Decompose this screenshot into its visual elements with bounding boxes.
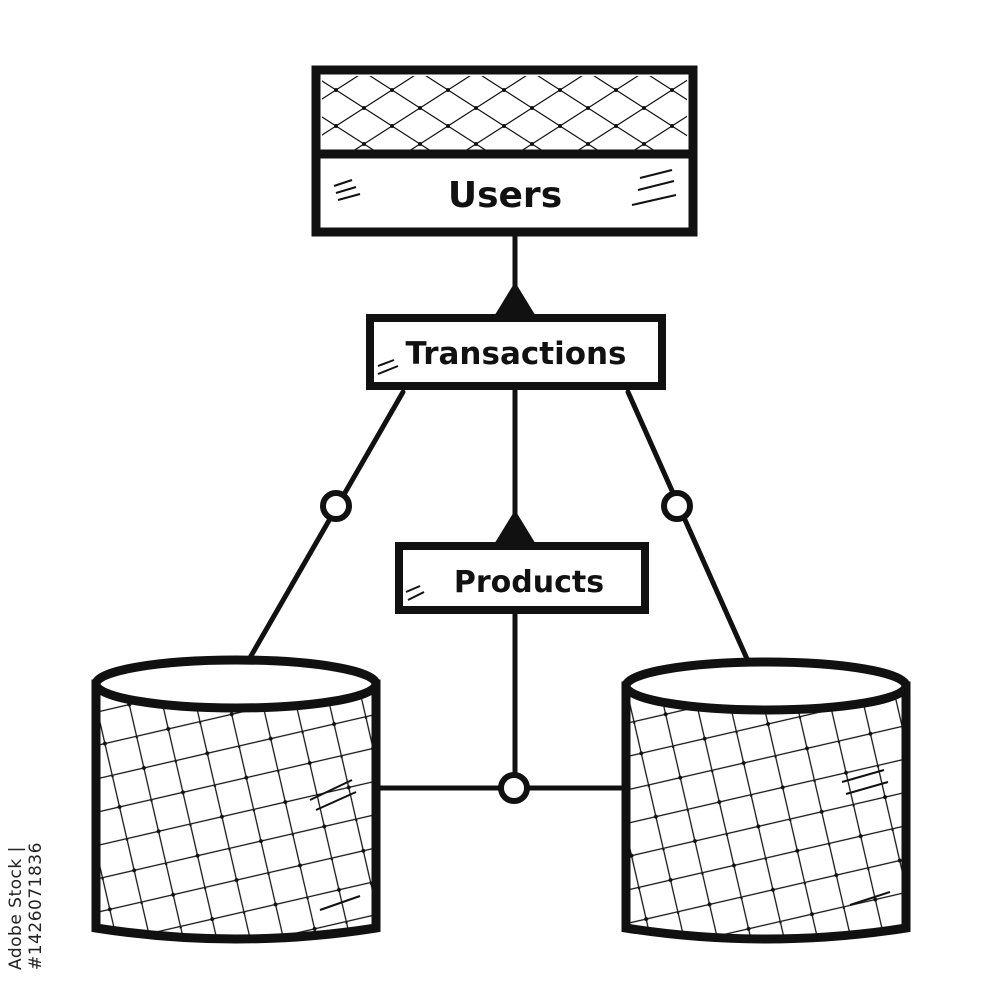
stock-id-watermark: Adobe Stock | #1426071836 (6, 842, 46, 970)
users-entity-label: Users (448, 175, 562, 216)
right-database-cylinder (621, 657, 911, 944)
users-entity-hatching (322, 76, 687, 152)
circle-hub (498, 772, 530, 804)
connectors (233, 229, 763, 791)
circle-left (320, 490, 352, 522)
circle-right (661, 490, 693, 522)
transactions-entity-label: Transactions (405, 336, 626, 372)
left-database-cylinder (91, 655, 381, 944)
users-entity: Users (311, 65, 698, 237)
crows-foot-users (493, 282, 537, 318)
transactions-left-db-line (233, 389, 406, 685)
relationship-circles (320, 490, 693, 804)
products-entity: Products (395, 542, 649, 614)
products-entity-label: Products (454, 565, 604, 600)
crows-foot-products (493, 510, 537, 546)
transactions-entity: Transactions (366, 314, 666, 390)
transactions-right-db-line (625, 389, 763, 691)
